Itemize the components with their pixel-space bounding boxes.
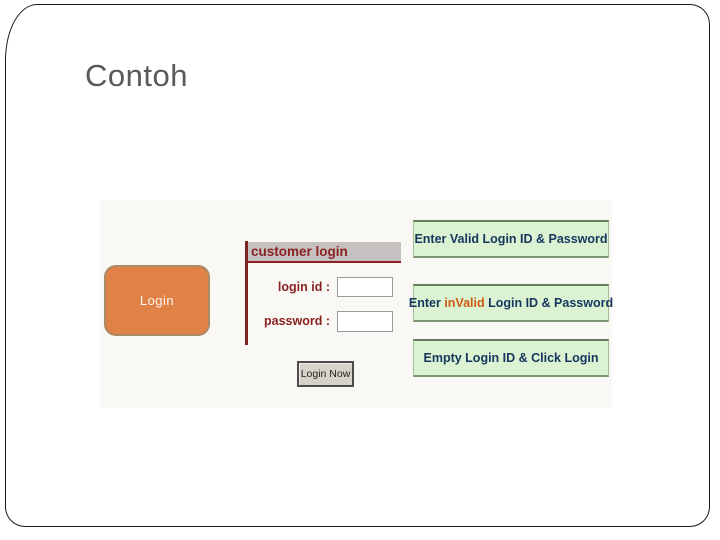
slide-title: Contoh <box>85 58 188 93</box>
login-id-label: login id : <box>277 280 330 294</box>
test-case-valid: Enter Valid Login ID & Password <box>413 220 609 258</box>
test-case-text: Login ID & Password <box>484 296 614 310</box>
test-case-text: Enter <box>408 296 445 310</box>
test-case-text: Enter Valid Login ID & Password <box>414 232 608 246</box>
login-testcase-figure: Login customer login login id : password… <box>100 200 613 408</box>
test-case-invalid: Enter inValid Login ID & Password <box>409 284 613 322</box>
login-button[interactable]: Login <box>104 265 210 336</box>
test-case-text: Empty Login ID & Click Login <box>423 351 599 365</box>
login-now-button[interactable]: Login Now <box>297 361 354 387</box>
form-left-divider <box>245 241 248 345</box>
password-label: password : <box>264 314 330 328</box>
password-input[interactable] <box>337 311 393 332</box>
test-case-highlight: inValid <box>444 296 485 310</box>
customer-login-header: customer login <box>248 242 401 263</box>
login-id-input[interactable] <box>337 277 393 297</box>
test-case-empty: Empty Login ID & Click Login <box>413 339 609 377</box>
